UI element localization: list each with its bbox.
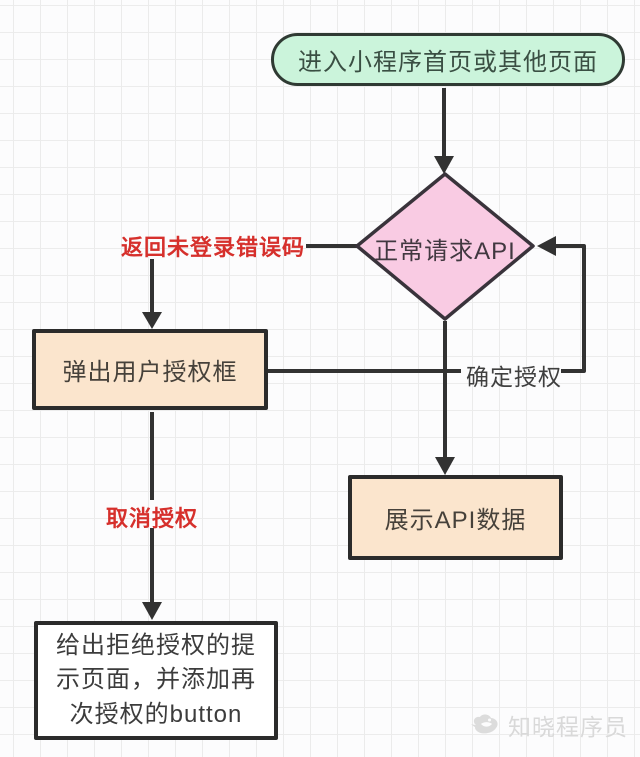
node-show-data: 展示API数据 bbox=[348, 475, 563, 560]
node-start-label: 进入小程序首页或其他页面 bbox=[298, 49, 598, 76]
node-show-data-label: 展示API数据 bbox=[384, 507, 527, 534]
node-auth-modal: 弹出用户授权框 bbox=[32, 329, 268, 410]
edge-confirm-loop-to-decision bbox=[556, 244, 586, 373]
node-deny-page-line3: 次授权的button bbox=[69, 700, 243, 728]
node-deny-page-line2: 示页面，并添加再 bbox=[56, 666, 256, 694]
node-deny-page-line1: 给出拒绝授权的提 bbox=[56, 632, 256, 660]
arrowhead-into-deny bbox=[142, 602, 162, 620]
arrowhead-into-auth bbox=[142, 312, 162, 329]
arrowhead-into-showdata bbox=[435, 457, 455, 475]
watermark: 知晓程序员 bbox=[469, 708, 628, 742]
node-start: 进入小程序首页或其他页面 bbox=[271, 33, 625, 86]
edge-label-cancel-auth: 取消授权 bbox=[106, 506, 199, 531]
arrowhead-into-decision bbox=[434, 156, 454, 174]
edge-label-not-logged-in: 返回未登录错误码 bbox=[121, 235, 306, 260]
node-deny-page: 给出拒绝授权的提 示页面，并添加再 次授权的button bbox=[34, 621, 278, 740]
node-auth-modal-label: 弹出用户授权框 bbox=[62, 359, 238, 386]
edge-label-confirm-auth: 确定授权 bbox=[466, 364, 562, 390]
bird-logo-icon bbox=[469, 712, 501, 739]
node-decision-label: 正常请求API bbox=[374, 238, 516, 265]
watermark-text: 知晓程序员 bbox=[508, 714, 628, 740]
